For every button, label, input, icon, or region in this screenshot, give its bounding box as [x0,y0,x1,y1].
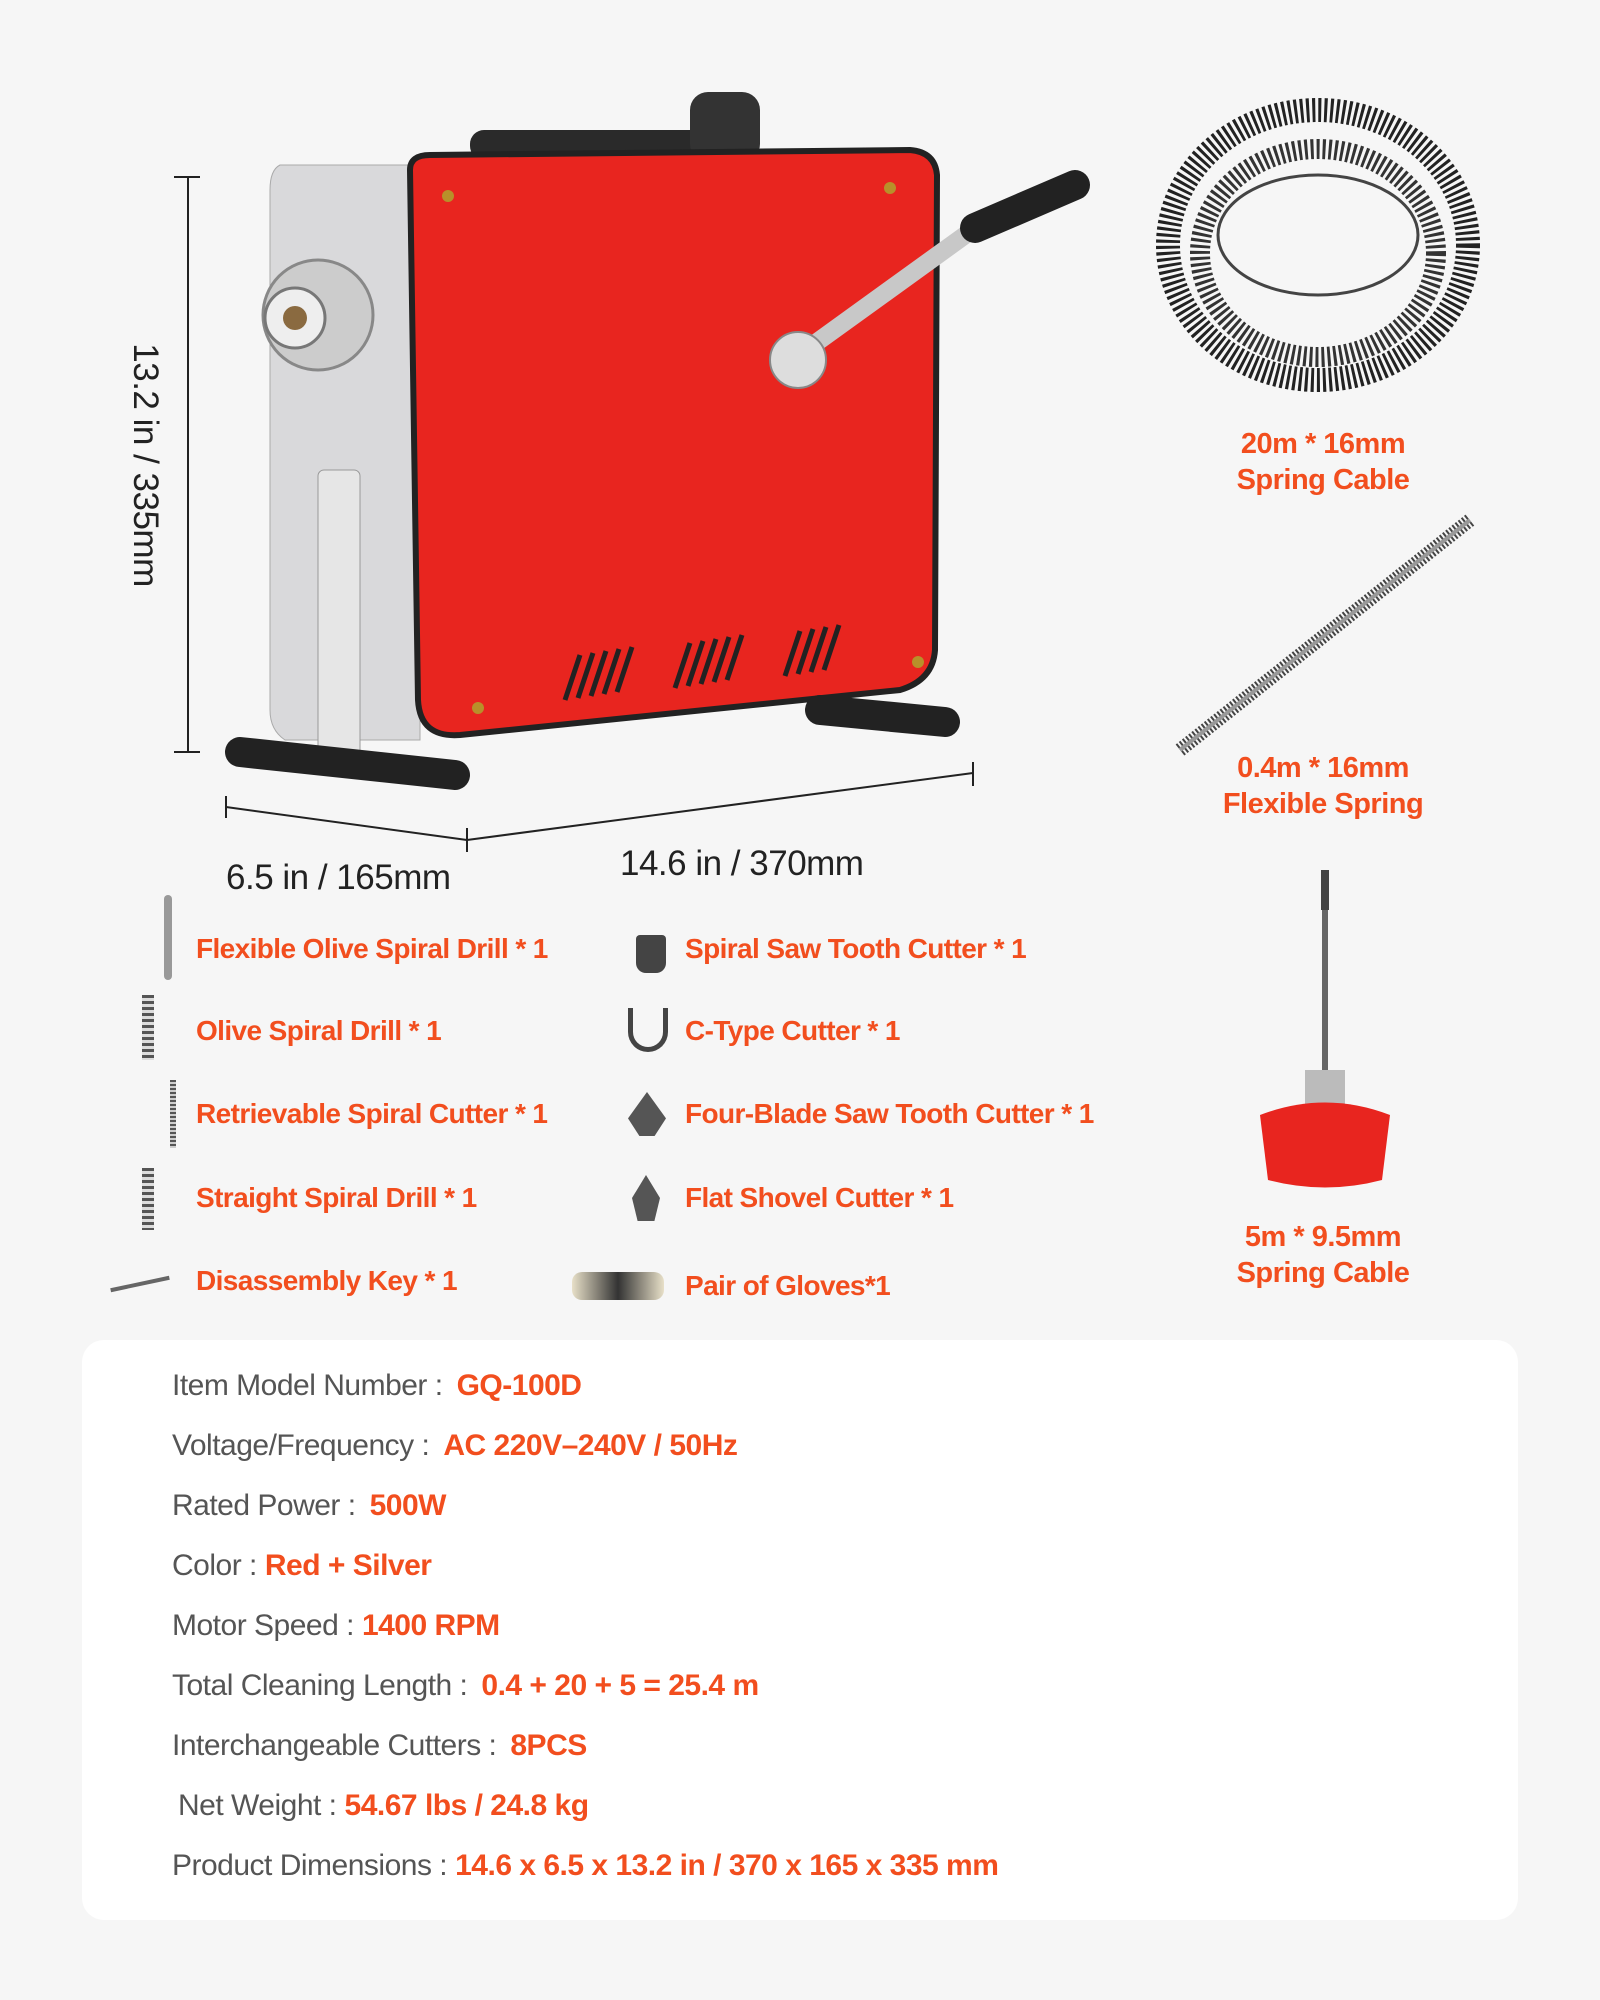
spec-value: GQ-100D [456,1369,582,1402]
drain-cleaner-machine-image [174,92,1090,852]
gloves-icon [572,1272,664,1300]
spring-cable-5m-caption: 5m * 9.5mm Spring Cable [1173,1219,1473,1291]
accessory-item: Olive Spiral Drill * 1 [196,1015,442,1046]
caption-line: 5m * 9.5mm [1244,1221,1402,1253]
caption-line: Spring Cable [1236,1257,1410,1289]
depth-dimension-label: 6.5 in / 165mm [226,858,451,897]
disassembly-key-icon [110,1275,170,1293]
accessory-item: Four-Blade Saw Tooth Cutter * 1 [685,1098,1094,1129]
spec-row-voltage: Voltage/Frequency : AC 220V–240V / 50Hz [172,1429,738,1463]
depth-width-dimension-lines [225,762,974,852]
spec-label: Voltage/Frequency : [172,1429,430,1462]
accessory-item: Retrievable Spiral Cutter * 1 [196,1098,548,1129]
spec-value: 0.4 + 20 + 5 = 25.4 m [481,1669,759,1702]
spec-row-dimensions: Product Dimensions :14.6 x 6.5 x 13.2 in… [172,1849,999,1883]
accessory-item: Straight Spiral Drill * 1 [196,1182,477,1213]
accessory-item: Pair of Gloves*1 [685,1270,891,1301]
spec-label: Rated Power : [172,1489,356,1522]
coiled-spring-cable-icon [1156,98,1480,392]
spec-row-power: Rated Power : 500W [172,1489,446,1523]
flexible-olive-drill-icon [164,895,172,980]
spec-row-weight: Net Weight :54.67 lbs / 24.8 kg [178,1789,589,1823]
spec-label: Net Weight : [178,1789,337,1822]
accessory-item: Disassembly Key * 1 [196,1265,458,1296]
small-spring-cable-drum-icon [1260,870,1390,1188]
spec-row-color: Color :Red + Silver [172,1549,432,1583]
spiral-saw-tooth-cutter-icon [636,935,666,973]
four-blade-cutter-icon [628,1092,666,1136]
flexible-spring-caption: 0.4m * 16mm Flexible Spring [1173,750,1473,822]
spec-label: Color : [172,1549,257,1582]
caption-line: Spring Cable [1236,464,1410,496]
spring-cable-20m-caption: 20m * 16mm Spring Cable [1173,426,1473,498]
height-dimension-line [174,176,200,753]
flat-shovel-cutter-icon [632,1175,660,1221]
spec-value: 54.67 lbs / 24.8 kg [344,1789,590,1822]
spec-value: 8PCS [510,1729,587,1762]
spec-label: Motor Speed : [172,1609,354,1642]
straight-spiral-drill-icon [142,1168,154,1230]
spec-row-model: Item Model Number : GQ-100D [172,1369,582,1403]
spec-label: Item Model Number : [172,1369,443,1402]
spec-value: 14.6 x 6.5 x 13.2 in / 370 x 165 x 335 m… [455,1849,999,1882]
spec-row-cutters: Interchangeable Cutters : 8PCS [172,1729,587,1763]
accessory-item: C-Type Cutter * 1 [685,1015,900,1046]
accessory-item: Spiral Saw Tooth Cutter * 1 [685,933,1027,964]
caption-line: 20m * 16mm [1240,428,1406,460]
caption-line: 0.4m * 16mm [1237,752,1409,784]
specifications-panel: Item Model Number : GQ-100D Voltage/Frequ… [82,1340,1518,1920]
flexible-spring-icon [1175,514,1475,756]
caption-line: Flexible Spring [1222,788,1424,820]
spec-value: Red + Silver [264,1549,432,1582]
spec-label: Product Dimensions : [172,1849,448,1882]
spec-value: 1400 RPM [361,1609,500,1642]
retrievable-spiral-cutter-icon [170,1080,176,1148]
spec-value: AC 220V–240V / 50Hz [443,1429,738,1462]
c-type-cutter-icon [628,1008,668,1052]
height-dimension-label: 13.2 in / 335mm [126,343,165,587]
width-dimension-label: 14.6 in / 370mm [620,844,864,883]
olive-spiral-drill-icon [142,995,154,1060]
accessory-item: Flat Shovel Cutter * 1 [685,1182,954,1213]
spec-value: 500W [369,1489,447,1522]
spec-row-cleaning-length: Total Cleaning Length : 0.4 + 20 + 5 = 25… [172,1669,759,1703]
spec-label: Total Cleaning Length : [172,1669,468,1702]
spec-label: Interchangeable Cutters : [172,1729,497,1762]
accessory-item: Flexible Olive Spiral Drill * 1 [196,933,548,964]
spec-row-motor-speed: Motor Speed :1400 RPM [172,1609,500,1643]
